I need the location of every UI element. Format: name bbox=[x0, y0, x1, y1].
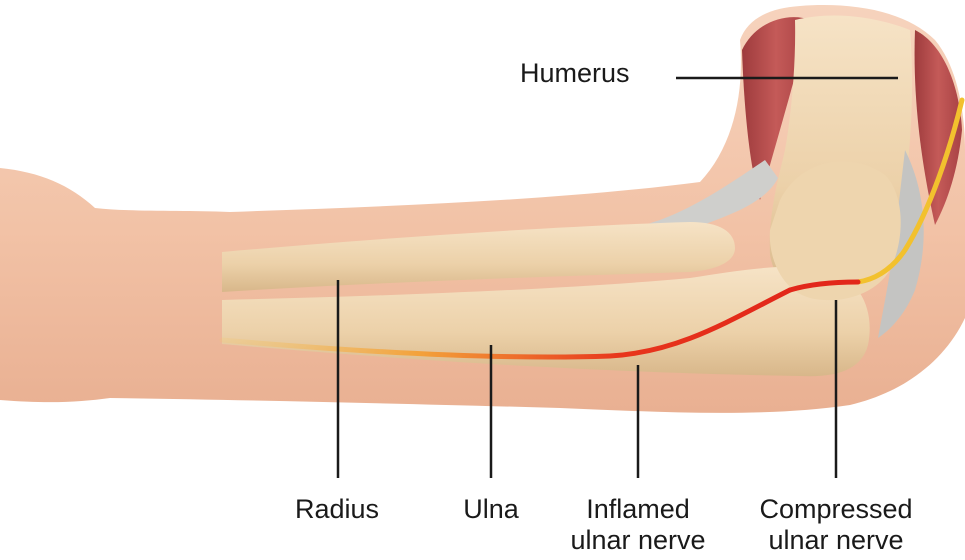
label-compressed-line1: Compressed bbox=[736, 494, 936, 525]
label-inflamed-ulnar-nerve: Inflamed ulnar nerve bbox=[556, 494, 720, 556]
label-inflamed-line1: Inflamed bbox=[556, 494, 720, 525]
label-humerus: Humerus bbox=[520, 58, 630, 89]
label-inflamed-line2: ulnar nerve bbox=[556, 525, 720, 556]
label-ulna: Ulna bbox=[448, 494, 534, 525]
label-humerus-text: Humerus bbox=[520, 58, 630, 89]
label-ulna-text: Ulna bbox=[448, 494, 534, 525]
label-compressed-ulnar-nerve: Compressed ulnar nerve bbox=[736, 494, 936, 556]
label-compressed-line2: ulnar nerve bbox=[736, 525, 936, 556]
label-radius-text: Radius bbox=[282, 494, 392, 525]
label-radius: Radius bbox=[282, 494, 392, 525]
